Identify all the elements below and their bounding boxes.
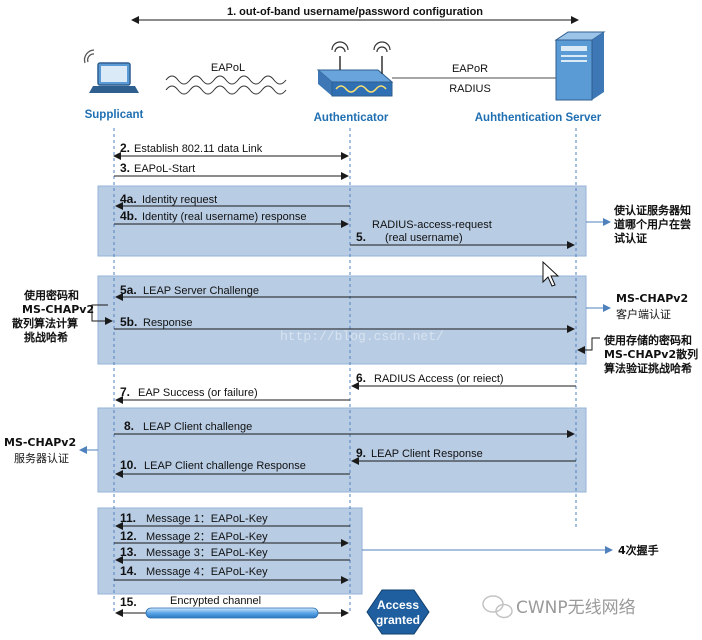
step7-num: 7. xyxy=(120,385,130,399)
note3-bracket xyxy=(577,337,600,354)
faded-url-watermark: http://blog.csdn.net/ xyxy=(280,329,444,344)
step2-num: 2. xyxy=(120,141,130,155)
mouse-cursor-icon xyxy=(542,260,560,287)
access-granted-line2: granted xyxy=(376,613,420,627)
note3-line2: MS-CHAPv2散列 xyxy=(604,347,698,361)
note2-line2: 客户端认证 xyxy=(616,307,671,321)
server-icon xyxy=(554,31,606,101)
note1-line3: 试认证 xyxy=(614,231,647,245)
step4b-num: 4b. xyxy=(120,209,137,223)
authenticator-label: Authenticator xyxy=(314,112,389,124)
band-server-challenge xyxy=(97,275,587,365)
step3-text: EAPoL-Start xyxy=(134,163,195,175)
access-granted-line1: Access xyxy=(377,598,419,612)
note4-line4: 挑战哈希 xyxy=(24,330,68,344)
note5-line1: MS-CHAPv2 xyxy=(4,436,76,449)
note6-text: 4次握手 xyxy=(618,543,659,557)
step2-text: Establish 802.11 data Link xyxy=(134,143,263,155)
step11-num: 11. xyxy=(120,511,136,525)
step15-text: Encrypted channel xyxy=(170,595,261,607)
step4b-text: Identity (real username) response xyxy=(142,211,306,223)
radius-label: RADIUS xyxy=(449,83,491,95)
band-client-challenge xyxy=(97,407,587,493)
step4a-num: 4a. xyxy=(120,192,137,206)
step7-text: EAP Success (or failure) xyxy=(138,387,258,399)
step8-text: LEAP Client challenge xyxy=(143,421,252,433)
step9-num: 9. xyxy=(356,446,366,460)
supplicant-label: Supplicant xyxy=(85,109,144,121)
step14-num: 14. xyxy=(120,564,137,578)
step5b-text: Response xyxy=(143,317,193,329)
access-granted-hexagon xyxy=(366,589,430,635)
step13-text: Message 3：EAPoL-Key xyxy=(146,547,268,559)
step12-text: Message 2：EAPoL-Key xyxy=(146,531,268,543)
step5-text-2: (real username) xyxy=(385,232,463,244)
wechat-watermark: CWNP无线网络 xyxy=(516,598,636,618)
step3-num: 3. xyxy=(120,161,130,175)
note3-line1: 使用存储的密码和 xyxy=(603,333,692,347)
step5b-num: 5b. xyxy=(120,315,137,329)
title-text: 1. out-of-band username/password configu… xyxy=(227,6,483,18)
eapol-wave-1 xyxy=(165,75,287,85)
note2-line1: MS-CHAPv2 xyxy=(616,292,688,305)
step10-text: LEAP Client challenge Response xyxy=(144,460,306,472)
step6-text: RADIUS Access (or reiect) xyxy=(374,373,504,385)
eapol-label: EAPoL xyxy=(211,62,245,74)
note4-bracket xyxy=(91,304,113,325)
step5-text-1: RADIUS-access-request xyxy=(372,219,492,231)
note1-line1: 使认证服务器知 xyxy=(613,203,691,217)
eapor-label: EAPoR xyxy=(452,63,488,75)
note4-line1: 使用密码和 xyxy=(23,288,79,302)
step14-text: Message 4：EAPoL-Key xyxy=(146,566,268,578)
wifi-icon xyxy=(83,49,95,64)
step10-num: 10. xyxy=(120,458,137,472)
step6-num: 6. xyxy=(356,371,366,385)
step11-text: Message 1：EAPoL-Key xyxy=(146,513,268,525)
step4a-text: Identity request xyxy=(142,194,217,206)
router-icon xyxy=(316,41,394,97)
step15-num: 15. xyxy=(120,595,137,609)
note5-line2: 服务器认证 xyxy=(14,452,69,465)
encrypted-channel-pipe xyxy=(145,607,319,619)
server-label: Auhthentication Server xyxy=(475,112,602,124)
step5a-num: 5a. xyxy=(120,283,137,297)
eapol-wave-2 xyxy=(165,85,287,95)
step5a-text: LEAP Server Challenge xyxy=(143,285,259,297)
wechat-icon xyxy=(482,595,513,619)
step5-num: 5. xyxy=(356,230,366,244)
step13-num: 13. xyxy=(120,545,137,559)
step12-num: 12. xyxy=(120,529,137,543)
note1-line2: 道哪个用户在尝 xyxy=(614,217,691,231)
note4-line3: 散列算法计算 xyxy=(12,316,78,330)
step8-num: 8. xyxy=(124,419,134,433)
step9-text: LEAP Client Response xyxy=(371,448,483,460)
note4-line2: MS-CHAPv2 xyxy=(22,303,94,316)
note3-line3: 算法验证挑战哈希 xyxy=(603,361,692,375)
laptop-icon xyxy=(89,62,139,93)
